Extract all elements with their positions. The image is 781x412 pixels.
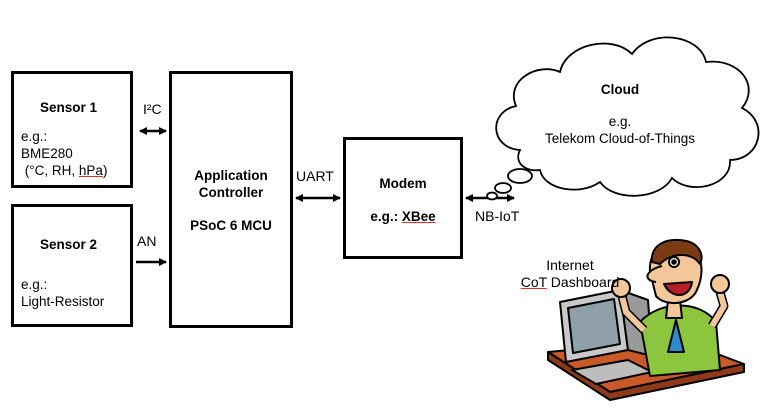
sensor-1-example-label: e.g.:: [21, 129, 48, 144]
sensor-1-units-c: ): [102, 163, 108, 178]
controller-box: [169, 71, 293, 328]
sensor-1-units: (°C, RH, hPa): [21, 163, 108, 179]
modem-example: e.g.: XBee: [343, 209, 463, 225]
an-label: AN: [137, 233, 157, 249]
cloud-icon: [486, 36, 760, 201]
controller-title-line-2: Controller: [198, 185, 264, 200]
cloud-title: Cloud: [600, 82, 640, 97]
sensor-1-box: [11, 71, 133, 188]
sensor-2-title: Sensor 2: [40, 237, 98, 252]
controller-mcu: PSoC 6 MCU: [190, 218, 272, 233]
sensor-1-title: Sensor 1: [40, 100, 98, 115]
sensor-1-units-hpa: hPa: [78, 163, 103, 178]
nbiot-label: NB-IoT: [475, 208, 520, 224]
uart-label: UART: [296, 168, 334, 184]
dashboard-label-cot: CoT: [520, 274, 547, 290]
internet-label: Internet: [546, 257, 594, 273]
cloud-example-name: Telekom Cloud-of-Things: [544, 131, 696, 146]
modem-example-name: XBee: [401, 209, 436, 224]
sensor-2-box: [11, 204, 133, 327]
sensor-2-model: Light-Resistor: [21, 294, 105, 309]
dashboard-label-rest: Dashboard: [546, 274, 620, 290]
modem-example-prefix: e.g.:: [370, 209, 402, 224]
cloud-example-label: e.g.: [608, 114, 632, 129]
person-at-computer-icon: [547, 239, 745, 401]
dashboard-label: CoT Dashboard: [505, 274, 635, 290]
sensor-1-units-a: (°C, RH,: [21, 163, 79, 178]
sensor-1-model: BME280: [21, 146, 73, 161]
modem-title: Modem: [379, 176, 427, 191]
i2c-label: I²C: [143, 101, 162, 117]
controller-title-line-1: Application: [194, 168, 268, 183]
modem-box: [343, 137, 463, 259]
sensor-2-example-label: e.g.:: [21, 277, 48, 292]
